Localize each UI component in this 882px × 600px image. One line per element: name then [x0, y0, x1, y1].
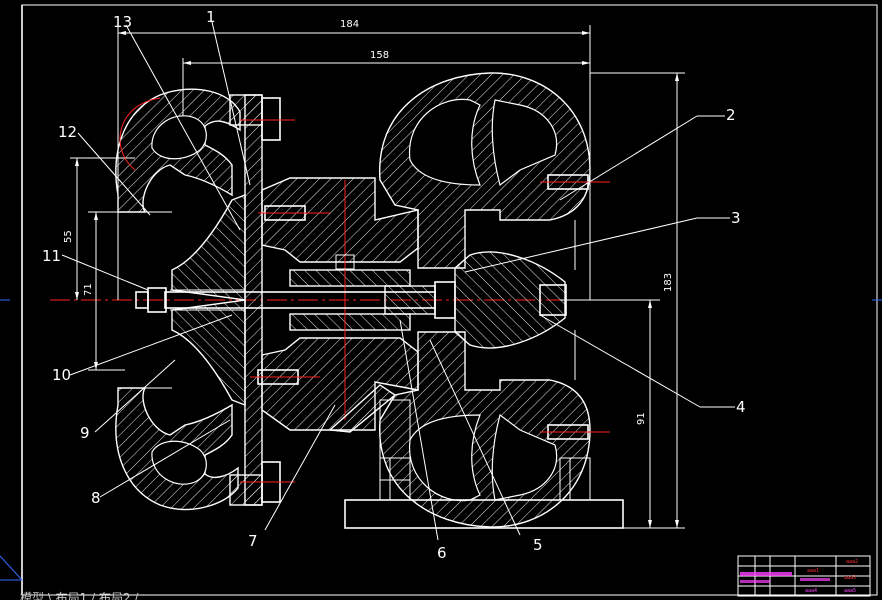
dim-55: 55 — [63, 230, 74, 243]
part-number-1: 1 — [206, 8, 216, 26]
leader-lines — [61, 21, 735, 541]
compressor-housing — [115, 88, 246, 511]
part-number-10: 10 — [52, 366, 71, 384]
title-block-cell-4: aaa4 — [805, 588, 817, 594]
part-number-12: 12 — [58, 123, 77, 141]
dim-183: 183 — [663, 273, 674, 292]
part-number-8: 8 — [91, 489, 101, 507]
part-number-13: 13 — [113, 13, 132, 31]
title-block-cell-5: aaa5 — [844, 588, 856, 594]
dim-71: 71 — [83, 283, 94, 296]
dim-91: 91 — [636, 412, 647, 425]
part-number-11: 11 — [42, 247, 61, 265]
base-support — [344, 457, 624, 529]
title-block-cell-3: aaa3 — [844, 575, 856, 581]
compressor-backplate — [229, 94, 295, 506]
drawing-frame — [0, 4, 882, 596]
part-number-4: 4 — [736, 398, 746, 416]
part-number-5: 5 — [533, 536, 543, 554]
part-number-7: 7 — [248, 532, 258, 550]
dim-158: 158 — [370, 50, 389, 61]
part-number-6: 6 — [437, 544, 447, 562]
shaft-assembly — [135, 281, 456, 319]
part-number-2: 2 — [726, 106, 736, 124]
title-block-cell-2: aaa2 — [846, 559, 858, 565]
title-block — [737, 555, 871, 597]
turbine-housing — [379, 72, 610, 528]
part-number-9: 9 — [80, 424, 90, 442]
part-number-3: 3 — [731, 209, 741, 227]
dim-184: 184 — [340, 19, 359, 30]
layout-tabs[interactable]: 模型 \ 布局1 / 布局2 / — [20, 591, 139, 600]
title-block-cell-1: aaa1 — [807, 568, 819, 574]
